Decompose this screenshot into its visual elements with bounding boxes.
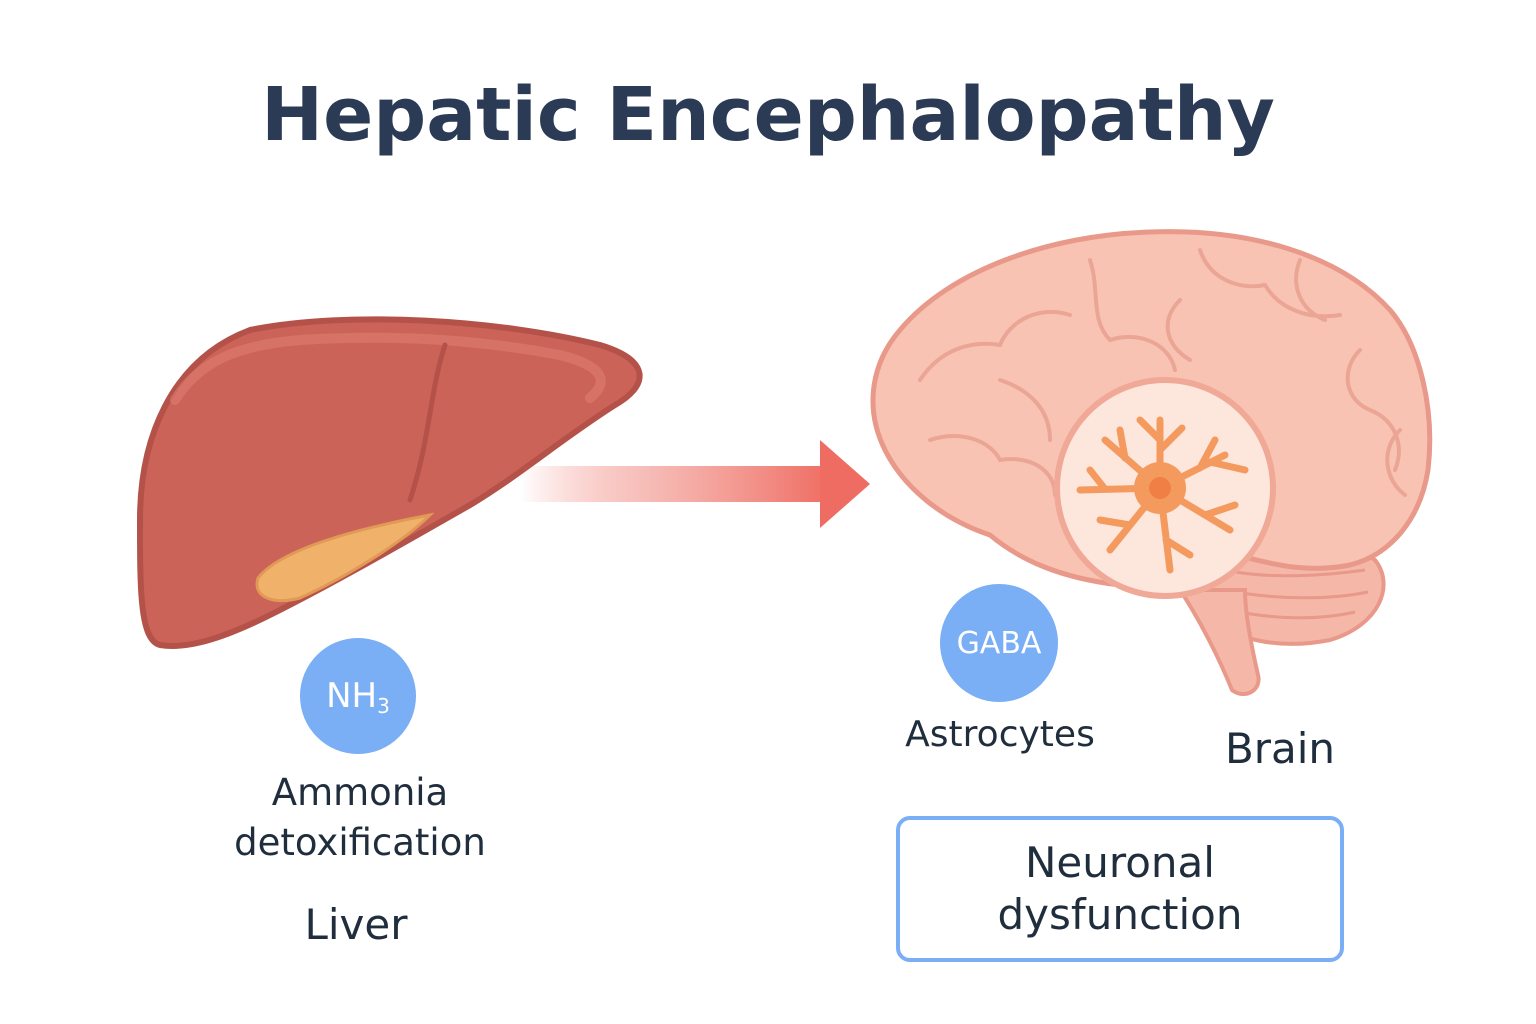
arrow-icon (520, 440, 870, 528)
outcome-box: Neuronal dysfunction (896, 816, 1344, 962)
gallbladder-icon (255, 512, 435, 603)
liver-icon (136, 316, 643, 649)
ammonia-badge-sub: 3 (377, 694, 390, 718)
gaba-badge: GABA (940, 584, 1058, 702)
brain-label: Brain (1224, 724, 1336, 773)
ammonia-badge-main: NH (326, 676, 378, 716)
outcome-label: Neuronal dysfunction (997, 838, 1243, 939)
page-title: Hepatic Encephalopathy (261, 72, 1275, 158)
brain-icon (870, 229, 1433, 696)
liver-function-label: Ammonia detoxification (234, 771, 486, 864)
liver-label: Liver (304, 900, 408, 949)
astrocytes-label: Astrocytes (905, 714, 1095, 755)
